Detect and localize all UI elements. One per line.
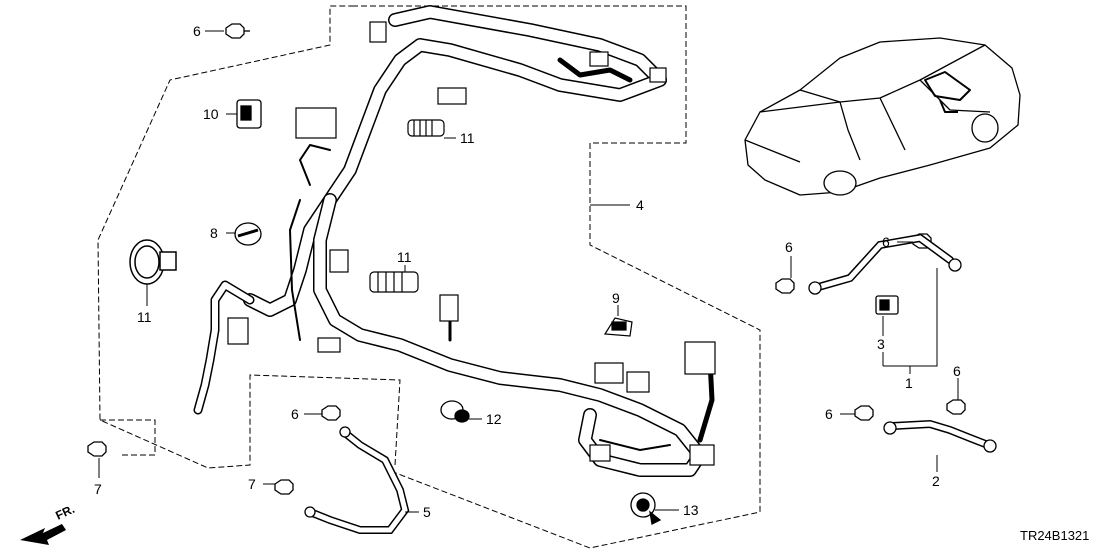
vehicle-locator-illustration xyxy=(744,37,1021,196)
callout-6: 6 xyxy=(291,406,299,422)
callout-11: 11 xyxy=(397,249,412,265)
callout-6: 6 xyxy=(785,239,793,255)
main-wire-harness xyxy=(193,5,715,477)
callout-12: 12 xyxy=(486,411,502,427)
callout-1: 1 xyxy=(905,375,913,391)
callout-8: 8 xyxy=(210,225,218,241)
callout-11: 11 xyxy=(137,309,152,325)
callout-2: 2 xyxy=(932,473,940,489)
leader-lines xyxy=(98,30,959,513)
assembly-boundary-outline xyxy=(97,5,761,549)
callout-3: 3 xyxy=(877,336,885,352)
clip-part-10 xyxy=(236,99,262,129)
clip-part-11-mid xyxy=(369,271,419,293)
callout-4: 4 xyxy=(636,197,644,213)
callout-labels: 6 10 8 11 11 11 9 12 13 6 7 7 5 4 6 6 6 … xyxy=(94,23,961,520)
clip-part-11-top xyxy=(407,119,445,137)
callout-9: 9 xyxy=(612,290,620,306)
callout-6: 6 xyxy=(953,363,961,379)
harness-connectors xyxy=(227,21,716,466)
clip-part-8 xyxy=(234,222,262,246)
battery-cable-2 xyxy=(883,419,997,453)
callout-6: 6 xyxy=(193,23,201,39)
clip-part-9 xyxy=(603,317,633,337)
callout-6: 6 xyxy=(825,406,833,422)
sub-boundary-outline xyxy=(100,419,156,456)
callout-11: 11 xyxy=(460,130,475,146)
clip-part-13 xyxy=(630,492,662,525)
direction-label: FR. xyxy=(53,502,76,523)
callout-7: 7 xyxy=(94,481,102,497)
clip-part-12 xyxy=(440,400,470,423)
battery-cable-1 xyxy=(808,233,962,295)
bolt-icons xyxy=(87,23,966,495)
callout-13: 13 xyxy=(683,502,699,518)
callout-10: 10 xyxy=(203,106,219,122)
cable-clip-3 xyxy=(875,295,899,315)
callout-5: 5 xyxy=(423,504,431,520)
callout-6: 6 xyxy=(882,234,890,250)
drawing-code: TR24B1321 xyxy=(1020,528,1089,543)
clip-part-11-left xyxy=(129,239,177,285)
front-direction-arrow-icon: FR. xyxy=(20,502,77,545)
ground-cable-5 xyxy=(304,426,410,534)
callout-7: 7 xyxy=(248,476,256,492)
